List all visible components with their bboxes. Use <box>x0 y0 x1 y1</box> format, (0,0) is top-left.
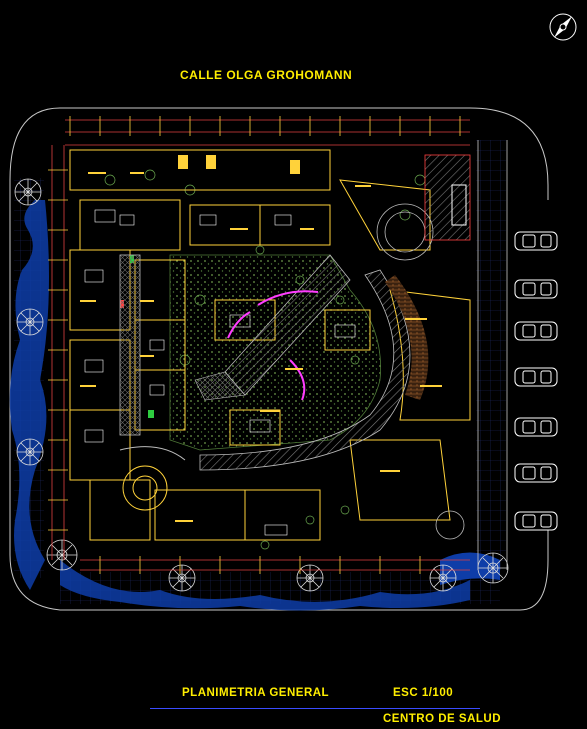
compass-icon <box>549 13 577 41</box>
dimension-ticks <box>48 116 461 574</box>
entrance-canopy <box>424 154 471 241</box>
scale-label: ESC 1/100 <box>393 687 454 699</box>
accent-curves <box>227 290 319 401</box>
street-name-label: CALLE OLGA GROHOMANN <box>180 68 353 82</box>
title-underline <box>150 708 480 709</box>
parking-lot <box>514 231 558 531</box>
room-label-marks <box>80 172 442 522</box>
lobby-circle <box>119 446 186 511</box>
subtitle-label: CENTRO DE SALUD <box>383 713 502 725</box>
sidewalk-outline <box>9 107 549 611</box>
drawing-title: PLANIMETRIA GENERAL <box>182 687 330 699</box>
roof-corridor <box>119 254 351 436</box>
curb-lines <box>477 140 508 570</box>
arc-corridor <box>199 269 429 471</box>
water-feature <box>9 200 500 611</box>
dimension-lines <box>51 119 470 571</box>
